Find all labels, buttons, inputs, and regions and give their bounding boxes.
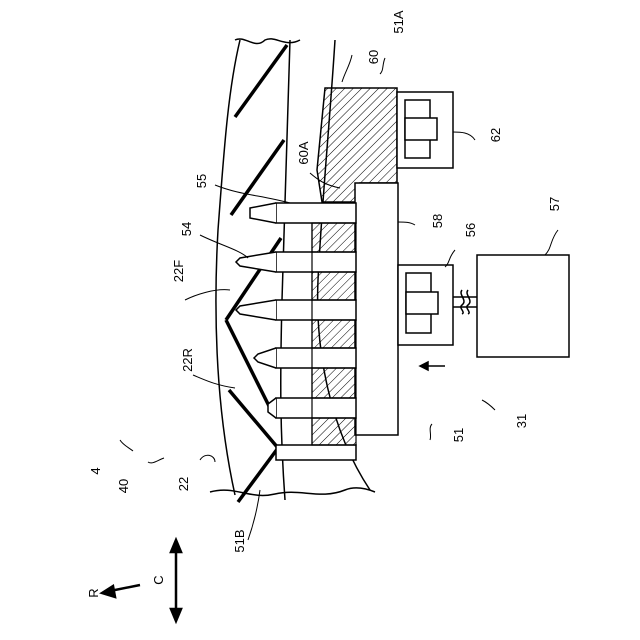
- label-60: 60: [366, 50, 381, 64]
- label-22: 22: [176, 477, 191, 491]
- label-C: C: [151, 575, 166, 584]
- label-57: 57: [547, 197, 562, 211]
- label-22F: 22F: [171, 260, 186, 282]
- label-54: 54: [179, 222, 194, 236]
- label-62: 62: [488, 128, 503, 142]
- label-22R: 22R: [180, 348, 195, 372]
- label-60A: 60A: [296, 141, 311, 164]
- label-51B: 51B: [232, 529, 247, 552]
- label-4: 4: [88, 467, 103, 474]
- movement-arrow: [420, 362, 445, 370]
- label-51: 51: [451, 428, 466, 442]
- label-31: 31: [514, 414, 529, 428]
- cord-lines: [226, 45, 287, 502]
- label-56: 56: [463, 223, 478, 237]
- label-40: 40: [116, 479, 131, 493]
- shaft-connector: [453, 290, 477, 314]
- label-55: 55: [194, 174, 209, 188]
- base-plate-58: [355, 183, 398, 435]
- label-R: R: [86, 588, 101, 597]
- actuator-56: [398, 265, 453, 345]
- actuator-62: [397, 92, 453, 168]
- label-58: 58: [430, 214, 445, 228]
- label-51A: 51A: [391, 10, 406, 33]
- direction-indicator: [102, 540, 181, 621]
- controller-57: [477, 255, 569, 357]
